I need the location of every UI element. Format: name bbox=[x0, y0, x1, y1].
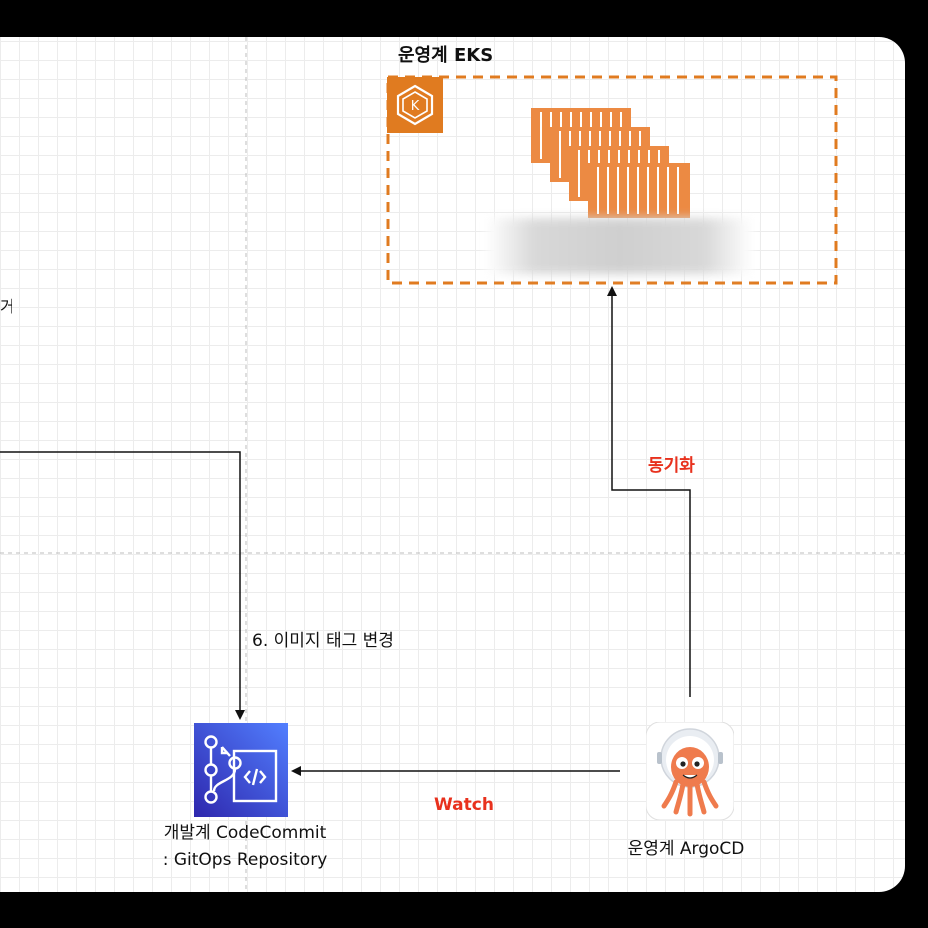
codecommit-icon[interactable] bbox=[194, 723, 288, 817]
codecommit-label: 개발계 CodeCommit : GitOps Repository bbox=[140, 820, 350, 874]
eks-icon: K bbox=[387, 77, 443, 133]
diagram-canvas bbox=[0, 37, 905, 892]
codecommit-label-line2: : GitOps Repository bbox=[162, 850, 328, 870]
argocd-label: 운영계 ArgoCD bbox=[627, 839, 745, 859]
watch-arrow-label: Watch bbox=[434, 795, 494, 815]
image-tag-arrow-label: 6. 이미지 태그 변경 bbox=[252, 631, 394, 651]
eks-group-title: 운영계 EKS bbox=[398, 45, 494, 66]
clipped-left-text: 거 bbox=[0, 297, 12, 316]
blurred-service-label bbox=[487, 218, 752, 274]
svg-text:K: K bbox=[411, 99, 420, 114]
codecommit-label-line1: 개발계 CodeCommit bbox=[163, 823, 327, 843]
sync-arrow-label: 동기화 bbox=[648, 456, 695, 476]
argocd-icon[interactable] bbox=[646, 722, 734, 820]
